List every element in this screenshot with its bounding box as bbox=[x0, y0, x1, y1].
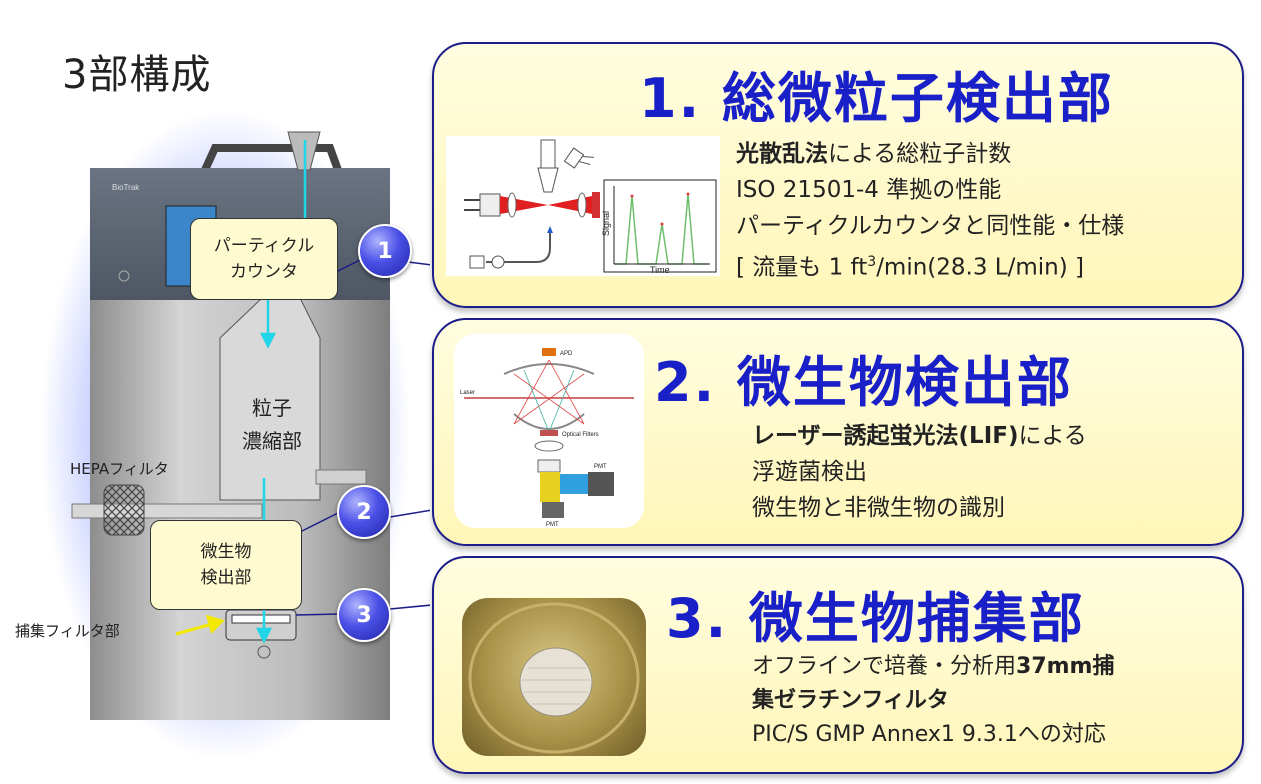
particle-counter-label: パーティクル カウンタ bbox=[190, 218, 338, 300]
signal-axis-label: Signal bbox=[601, 211, 611, 236]
hepa-filter-icon bbox=[103, 484, 145, 536]
panel-2-description: レーザー誘起蛍光法(LIF)による 浮遊菌検出 微生物と非微生物の識別 bbox=[752, 418, 1087, 526]
side-pipe bbox=[315, 469, 367, 485]
gelatin-filter-photo bbox=[462, 598, 646, 756]
p2-line3: 微生物と非微生物の識別 bbox=[752, 495, 1005, 521]
p1-line1-bold: 光散乱法 bbox=[736, 141, 828, 167]
p3-line2-bold: 集ゼラチンフィルタ bbox=[752, 688, 949, 713]
panel-2-title: 2. 微生物検出部 bbox=[654, 351, 1073, 414]
lif-optics-figure: APD Laser Optical Filters PMT PMT bbox=[454, 334, 644, 528]
panel-3-title: 3. 微生物捕集部 bbox=[666, 587, 1085, 650]
p2-line2: 浮遊菌検出 bbox=[752, 459, 867, 485]
hepa-label: HEPAフィルタ bbox=[70, 460, 169, 478]
power-icon bbox=[118, 270, 130, 282]
light-scatter-figure: Signal Time bbox=[446, 136, 720, 276]
panel-microbe-detector: APD Laser Optical Filters PMT PMT 2. 微生物… bbox=[432, 318, 1244, 546]
badge-2: 2 bbox=[337, 485, 391, 539]
pmt-label-1: PMT bbox=[594, 464, 607, 470]
p1-line2: ISO 21501-4 準拠の性能 bbox=[736, 177, 1002, 203]
filter-pointer-arrow bbox=[175, 614, 225, 636]
pmt-label-2: PMT bbox=[546, 522, 559, 528]
p1-line1-rest: による総粒子計数 bbox=[828, 141, 1012, 167]
panel-particle-detector: 1. 総微粒子検出部 Signal Time 光散乱法による総粒子計数 ISO … bbox=[432, 42, 1244, 308]
hepa-pipe bbox=[71, 503, 263, 519]
p3-line3: PIC/S GMP Annex1 9.3.1への対応 bbox=[752, 722, 1106, 747]
device-handle bbox=[201, 144, 342, 172]
p1-line4-pre: [ 流量も 1 ft bbox=[736, 254, 868, 281]
panel-microbe-capture: 3. 微生物捕集部 オフラインで培養・分析用37mm捕 集ゼラチンフィルタ PI… bbox=[432, 556, 1244, 774]
filters-label: Optical Filters bbox=[562, 432, 599, 438]
concentrator-label: 粒子 濃縮部 bbox=[242, 396, 302, 453]
microbe-detector-label: 微生物 検出部 bbox=[150, 520, 302, 610]
apd-label: APD bbox=[560, 351, 573, 357]
panel-1-description: 光散乱法による総粒子計数 ISO 21501-4 準拠の性能 パーティクルカウン… bbox=[736, 136, 1124, 286]
p3-line1-rest: オフラインで培養・分析用 bbox=[752, 654, 1017, 679]
p1-line4-sup: 3 bbox=[867, 254, 877, 270]
p1-line4-post: /min(28.3 L/min) ] bbox=[876, 254, 1084, 281]
badge-3: 3 bbox=[337, 588, 391, 642]
p1-line3: パーティクルカウンタと同性能・仕様 bbox=[736, 213, 1125, 239]
time-axis-label: Time bbox=[650, 265, 670, 275]
p2-line1-bold: レーザー誘起蛍光法(LIF) bbox=[752, 423, 1019, 449]
laser-label: Laser bbox=[460, 390, 475, 396]
panel-3-description: オフラインで培養・分析用37mm捕 集ゼラチンフィルタ PIC/S GMP An… bbox=[752, 650, 1114, 752]
p2-line1-rest: による bbox=[1018, 423, 1087, 449]
holder-knob bbox=[257, 645, 271, 659]
capture-filter-label: 捕集フィルタ部 bbox=[15, 622, 120, 640]
p3-line1-bold: 37mm捕 bbox=[1016, 654, 1115, 679]
capture-filter-slot bbox=[231, 614, 291, 624]
device-illustration: BioTrak bbox=[40, 110, 430, 760]
badge-1: 1 bbox=[358, 224, 412, 278]
device-brand: BioTrak bbox=[112, 183, 140, 192]
panel-1-title: 1. 総微粒子検出部 bbox=[639, 67, 1114, 130]
page-title: 3部構成 bbox=[62, 52, 212, 98]
